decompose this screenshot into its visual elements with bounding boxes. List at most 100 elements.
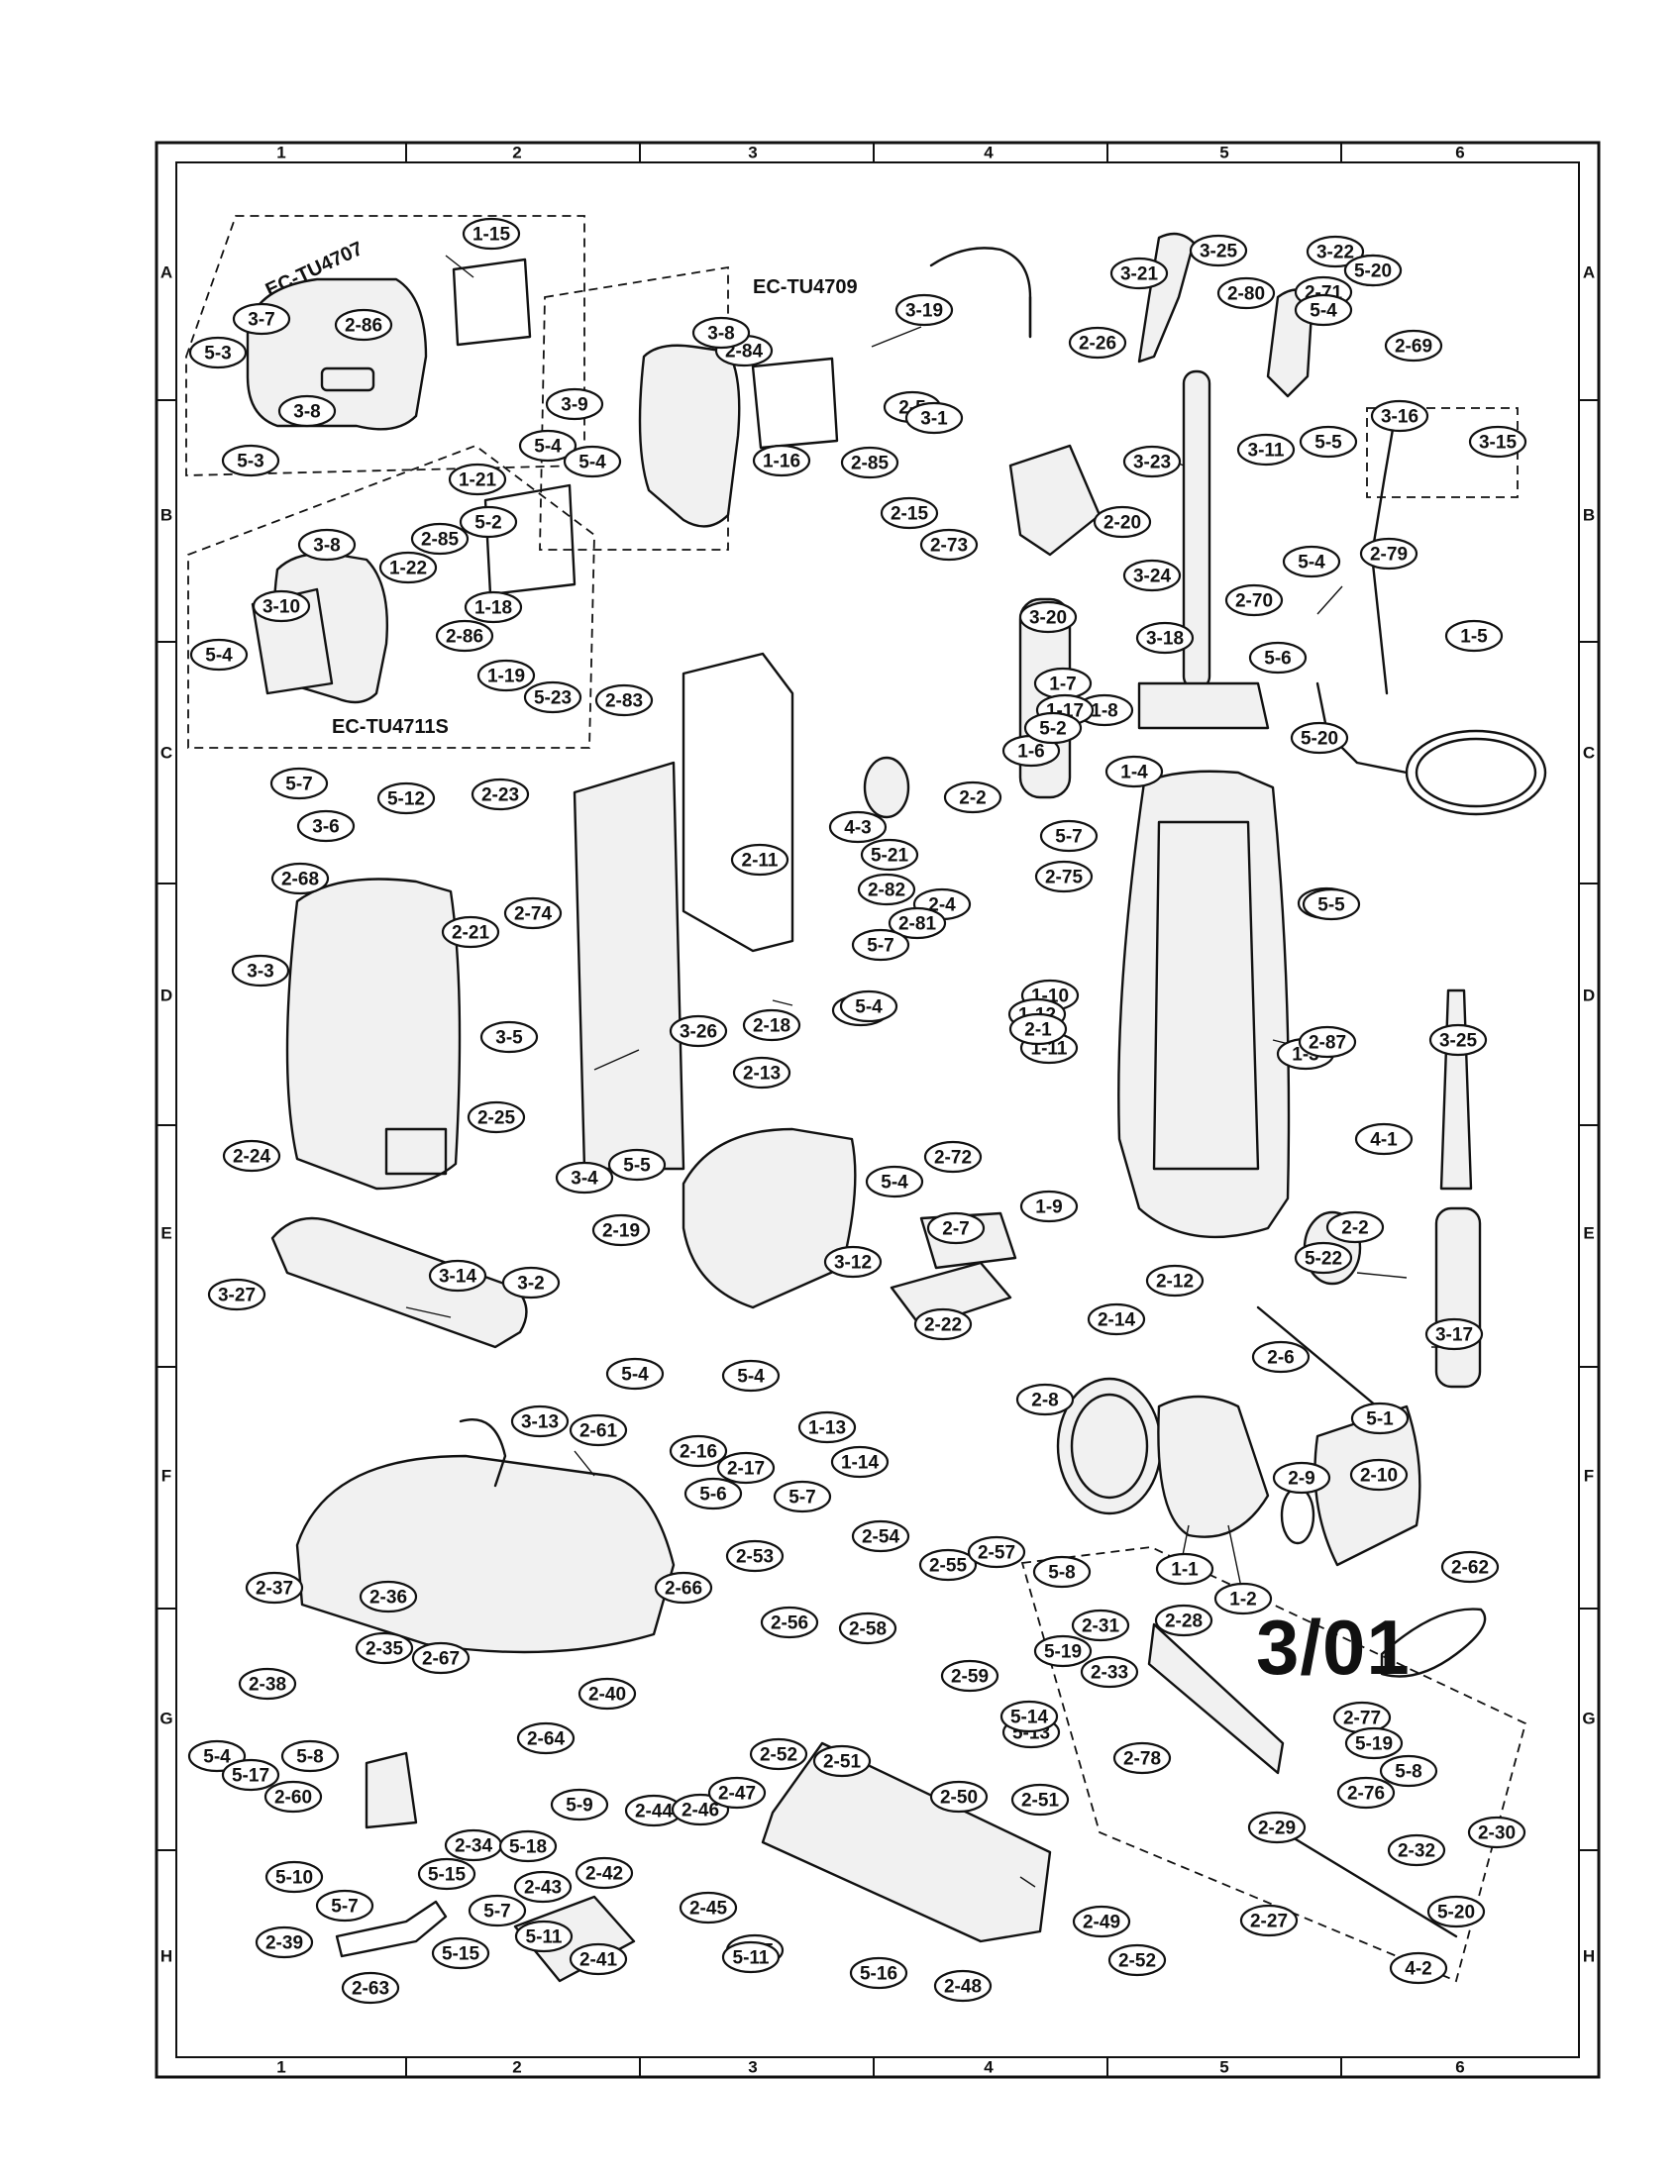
part-callout: 2-14 — [1087, 1302, 1146, 1336]
part-number: 3-19 — [905, 301, 943, 322]
part-number: 2-66 — [665, 1579, 702, 1600]
part-callout: 5-8 — [1379, 1754, 1438, 1788]
part-number: 2-12 — [1156, 1272, 1194, 1293]
part-callout: 1-16 — [752, 444, 811, 477]
part-callout: 3-2 — [501, 1266, 561, 1300]
part-number: 3-2 — [517, 1274, 544, 1295]
part-callout: 1-15 — [462, 217, 521, 251]
grid-col-top: 5 — [1219, 144, 1228, 162]
grid-row-right: C — [1583, 744, 1595, 763]
part-callout: 5-17 — [221, 1758, 280, 1792]
part-number: 3-6 — [312, 817, 339, 838]
part-callout: 2-27 — [1239, 1904, 1299, 1937]
part-number: 2-47 — [718, 1784, 756, 1805]
part-number: 5-5 — [1314, 433, 1342, 454]
part-number: 2-32 — [1398, 1841, 1435, 1862]
part-callout: 1-8 — [1075, 693, 1134, 727]
part-number: 2-17 — [727, 1459, 765, 1480]
part-number: 5-8 — [296, 1747, 323, 1768]
part-callout: 2-87 — [1298, 1025, 1357, 1059]
part-number: 2-43 — [524, 1878, 562, 1899]
part-number: 5-3 — [204, 344, 231, 364]
part-callout: 3-25 — [1189, 234, 1248, 267]
part-number: 2-78 — [1123, 1749, 1161, 1770]
part-number: 3-20 — [1029, 608, 1067, 629]
part-callout: 5-21 — [860, 838, 919, 872]
hose-top — [929, 247, 1032, 339]
part-callout: 3-15 — [1468, 425, 1527, 459]
part-callout: 2-24 — [222, 1139, 281, 1173]
part-callout: 4-1 — [1354, 1122, 1414, 1156]
grid-col-top: 2 — [512, 144, 521, 162]
part-callout: 5-15 — [431, 1936, 490, 1970]
part-callout: 5-6 — [683, 1477, 743, 1510]
part-number: 2-9 — [1288, 1469, 1314, 1490]
part-number: 3-17 — [1435, 1325, 1473, 1346]
part-number: 5-1 — [1366, 1409, 1394, 1430]
part-callout: 2-58 — [838, 1612, 897, 1645]
part-callout: 5-8 — [1032, 1555, 1092, 1589]
part-number: 5-9 — [566, 1796, 592, 1817]
part-number: 1-22 — [389, 559, 427, 579]
part-callout: 2-57 — [967, 1535, 1026, 1569]
part-number: 3-26 — [680, 1022, 717, 1043]
part-number: 3-22 — [1316, 243, 1354, 263]
model-box-tu4709 — [539, 265, 729, 551]
grid-row-right: F — [1584, 1467, 1594, 1486]
part-callout: 2-60 — [263, 1780, 323, 1814]
part-number: 2-35 — [366, 1639, 403, 1660]
part-number: 2-57 — [978, 1543, 1015, 1564]
part-callout: 2-51 — [1010, 1783, 1070, 1817]
part-callout: 5-22 — [1294, 1241, 1353, 1275]
part-number: 2-25 — [477, 1108, 515, 1129]
grid-row-left: H — [160, 1947, 172, 1966]
part-callout: 5-2 — [1023, 711, 1083, 745]
part-callout: 2-16 — [669, 1434, 728, 1468]
grid-row-left: C — [160, 744, 172, 763]
part-callout: 2-83 — [594, 683, 654, 717]
page-code: 3/01 — [1256, 1604, 1411, 1691]
part-callout: 2-21 — [441, 915, 500, 949]
part-callout: 2-19 — [591, 1213, 651, 1247]
part-number: 2-67 — [422, 1649, 460, 1670]
part-number: 3-7 — [248, 310, 274, 331]
part-number: 2-76 — [1347, 1784, 1385, 1805]
part-number: 5-6 — [699, 1485, 726, 1506]
part-callout: 2-35 — [355, 1631, 414, 1665]
part-number: 2-54 — [862, 1527, 899, 1548]
part-number: 5-4 — [203, 1747, 231, 1768]
bag-frame-2-12 — [682, 652, 794, 953]
part-callout: 3-8 — [277, 394, 337, 428]
part-callout: 5-5 — [1302, 887, 1361, 921]
part-callout: 2-2 — [1325, 1210, 1385, 1244]
power-cord-coil — [1415, 737, 1537, 808]
part-callouts: 1-11-21-31-41-51-61-71-81-91-101-111-121… — [187, 217, 1527, 2005]
part-number: 1-9 — [1035, 1197, 1062, 1218]
part-callout: 2-13 — [732, 1056, 791, 1090]
part-number: 5-20 — [1354, 261, 1392, 282]
part-number: 2-46 — [682, 1801, 719, 1821]
part-number: 2-4 — [928, 895, 956, 916]
part-number: 2-2 — [1341, 1218, 1368, 1239]
part-callout: 3-25 — [1428, 1023, 1488, 1057]
motor-1-1 — [1157, 1395, 1270, 1538]
grid-row-right: B — [1583, 506, 1595, 525]
part-callout: 3-13 — [510, 1404, 570, 1438]
grid-col-top: 6 — [1455, 144, 1464, 162]
part-callout: 5-7 — [315, 1889, 374, 1923]
part-number: 5-18 — [509, 1837, 547, 1858]
part-callout: 5-2 — [459, 505, 518, 539]
part-number: 2-13 — [743, 1064, 781, 1085]
part-callout: 2-76 — [1336, 1776, 1396, 1810]
grid-col-bottom: 2 — [512, 2058, 521, 2077]
part-number: 2-27 — [1250, 1912, 1288, 1932]
part-number: 2-85 — [851, 454, 889, 474]
part-callout: 5-4 — [563, 445, 622, 478]
part-callout: 3-21 — [1109, 257, 1169, 290]
part-number: 4-2 — [1405, 1959, 1431, 1980]
part-callout: 2-15 — [880, 496, 939, 530]
part-number: 2-74 — [514, 904, 552, 925]
part-callout: 2-69 — [1384, 329, 1443, 363]
grid-row-right: D — [1583, 987, 1595, 1005]
